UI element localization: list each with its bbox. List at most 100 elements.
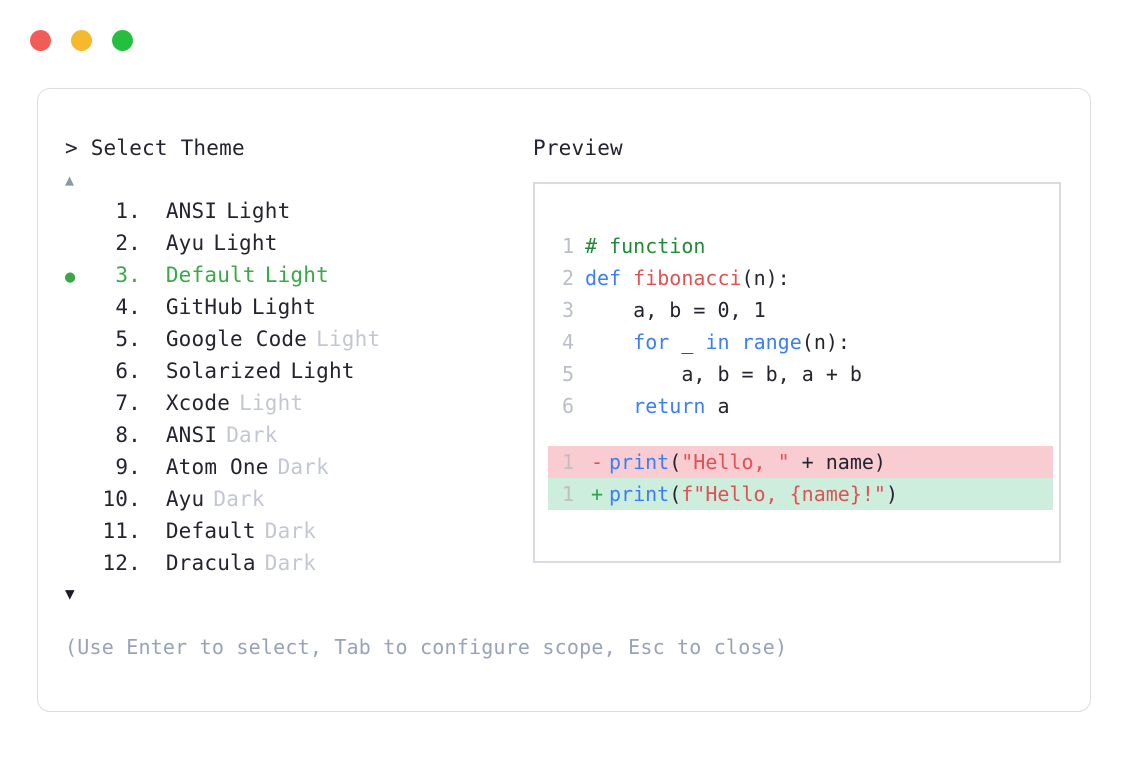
code-token-plain: ( xyxy=(669,450,682,474)
window-controls xyxy=(30,30,133,51)
theme-item-variant: Light xyxy=(264,263,329,287)
code-token-comment: # function xyxy=(585,234,706,258)
theme-item-index: 6. xyxy=(115,359,141,383)
theme-item-gap xyxy=(141,291,166,323)
theme-list-item[interactable]: ● 3. Default Light xyxy=(65,259,525,291)
code-line-number: 5 xyxy=(561,362,574,386)
code-line-number: 2 xyxy=(561,266,574,290)
code-token-plain xyxy=(585,330,633,354)
theme-item-gap xyxy=(141,323,166,355)
theme-item-index: 10. xyxy=(102,487,141,511)
bullet-placeholder xyxy=(65,485,97,517)
theme-item-name: ANSI xyxy=(165,199,218,223)
theme-item-name: Google Code xyxy=(165,327,308,351)
prompt-caret-icon: > xyxy=(65,136,78,160)
scroll-up-icon[interactable]: ▲ xyxy=(65,171,75,189)
theme-item-variant: Dark xyxy=(226,423,278,447)
selected-bullet-icon: ● xyxy=(65,267,76,287)
theme-item-index: 3. xyxy=(115,263,141,287)
zoom-window-button[interactable] xyxy=(112,30,133,51)
theme-item-index: 9. xyxy=(115,455,141,479)
theme-item-variant: Dark xyxy=(213,487,265,511)
theme-item-name: Default xyxy=(165,263,256,287)
theme-item-gap xyxy=(141,259,166,291)
code-line-text: # function xyxy=(585,230,705,262)
code-spacer xyxy=(548,422,1053,446)
code-token-plain: (n): xyxy=(741,266,790,290)
code-line-number: 4 xyxy=(561,330,574,354)
code-token-func: fibonacci xyxy=(633,266,742,290)
code-line-text: a, b = b, a + b xyxy=(585,358,862,390)
theme-item-gap xyxy=(141,451,166,483)
code-line: 5 a, b = b, a + b xyxy=(548,358,1053,390)
theme-item-gap xyxy=(141,515,166,547)
code-token-keyword: return xyxy=(633,394,718,418)
bullet-placeholder xyxy=(65,517,97,549)
theme-list-item[interactable]: 7. Xcode Light xyxy=(65,387,525,419)
theme-item-name: Solarized xyxy=(165,359,282,383)
diff-line-del: 1-print("Hello, " + name) xyxy=(548,446,1053,478)
theme-item-gap xyxy=(141,227,166,259)
bullet-placeholder xyxy=(65,549,97,581)
theme-item-variant: Dark xyxy=(277,455,329,479)
code-token-plain: ( xyxy=(669,482,682,506)
theme-item-index: 8. xyxy=(115,423,141,447)
code-token-string: "Hello, " xyxy=(681,450,790,474)
theme-list-item[interactable]: 9. Atom One Dark xyxy=(65,451,525,483)
bullet-placeholder xyxy=(65,197,97,229)
code-line-number: 6 xyxy=(561,394,574,418)
code-token-plain: _ xyxy=(681,330,706,354)
theme-item-variant: Light xyxy=(316,327,381,351)
code-token-plain: a, b = 0, 1 xyxy=(585,298,766,322)
prompt-line: > Select Theme xyxy=(65,133,525,163)
theme-item-name: Atom One xyxy=(165,455,269,479)
theme-item-index: 12. xyxy=(102,551,141,575)
code-token-keyword: for xyxy=(633,330,682,354)
code-line-number: 3 xyxy=(561,298,574,322)
diff-line-number: 1 xyxy=(561,482,574,506)
theme-item-gap xyxy=(141,419,166,451)
theme-item-variant: Light xyxy=(239,391,304,415)
bullet-placeholder xyxy=(65,453,97,485)
theme-item-index: 7. xyxy=(115,391,141,415)
code-line-text: a, b = 0, 1 xyxy=(585,294,766,326)
theme-item-index: 11. xyxy=(102,519,141,543)
keyboard-hint: (Use Enter to select, Tab to configure s… xyxy=(65,635,788,659)
diff-line-text: print(f"Hello, {name}!") xyxy=(609,478,898,510)
theme-list-item[interactable]: 10. Ayu Dark xyxy=(65,483,525,515)
code-line-text: for _ in range(n): xyxy=(585,326,850,358)
bullet-placeholder xyxy=(65,325,97,357)
theme-item-index: 2. xyxy=(115,231,141,255)
code-token-keyword: print xyxy=(609,482,670,506)
theme-list-item[interactable]: 8. ANSI Dark xyxy=(65,419,525,451)
theme-item-name: Dracula xyxy=(165,551,256,575)
bullet-placeholder xyxy=(65,293,97,325)
theme-item-name: ANSI xyxy=(165,423,218,447)
theme-item-name: GitHub xyxy=(165,295,243,319)
diff-sign: - xyxy=(590,450,604,474)
theme-item-gap xyxy=(141,195,166,227)
code-token-string: f"Hello, {name}!" xyxy=(681,482,886,506)
theme-item-name: Xcode xyxy=(165,391,231,415)
code-token-plain: (n): xyxy=(801,330,850,354)
theme-list-item[interactable]: 5. Google Code Light xyxy=(65,323,525,355)
close-window-button[interactable] xyxy=(30,30,51,51)
theme-item-index: 5. xyxy=(115,327,141,351)
code-line: 3 a, b = 0, 1 xyxy=(548,294,1053,326)
minimize-window-button[interactable] xyxy=(71,30,92,51)
code-line: 4 for _ in range(n): xyxy=(548,326,1053,358)
scroll-down-icon[interactable]: ▼ xyxy=(65,584,75,603)
bullet-placeholder xyxy=(65,421,97,453)
theme-item-name: Ayu xyxy=(165,487,205,511)
